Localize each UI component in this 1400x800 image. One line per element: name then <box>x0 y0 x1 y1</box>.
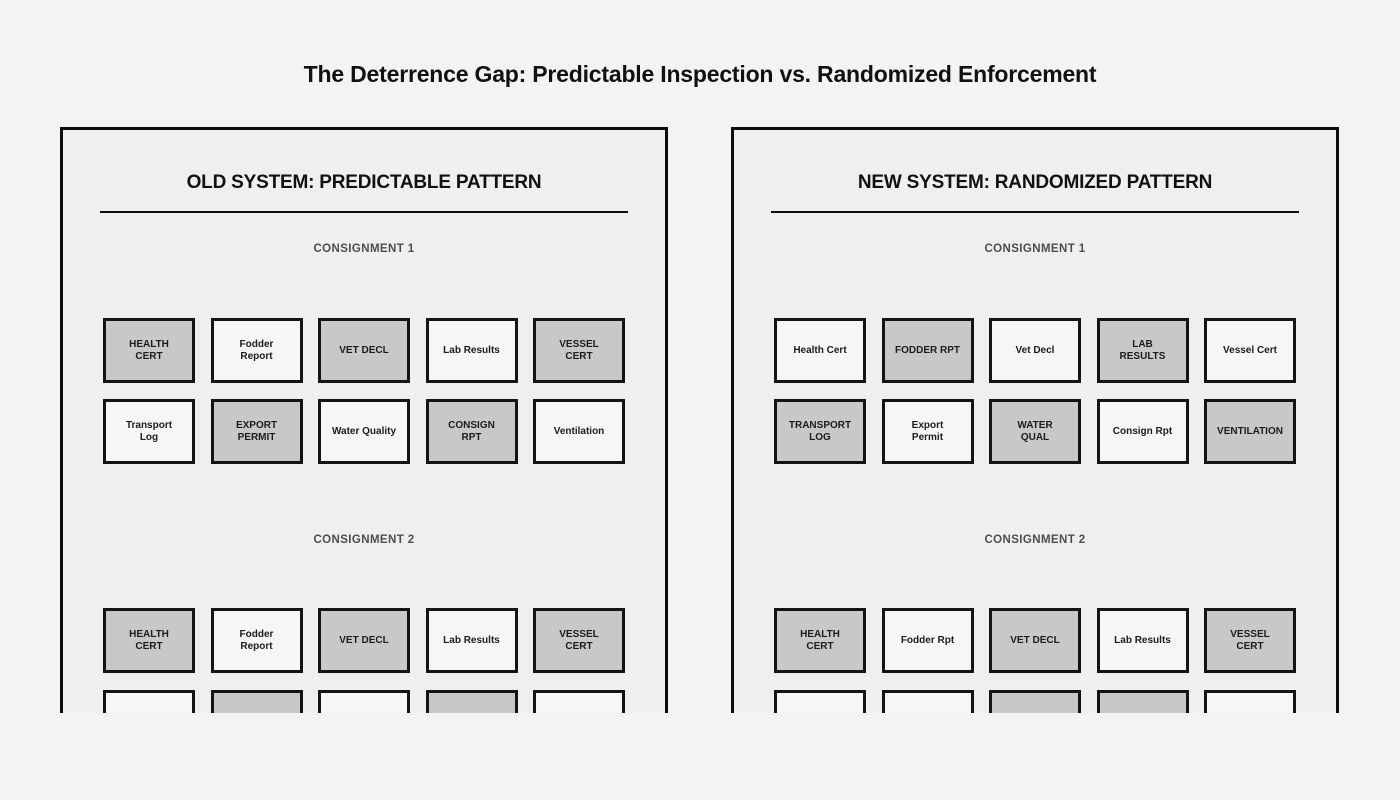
document-card-inspected: HEALTH CERT <box>103 608 195 673</box>
document-card-label: Consign Rpt <box>1112 425 1173 437</box>
document-card-label: VENTILATION <box>1217 425 1283 437</box>
document-card: Fodder Report <box>210 318 303 383</box>
document-card: Transport Log <box>103 399 195 464</box>
document-card-inspected <box>1096 690 1189 713</box>
document-card-label: Fodder Report <box>239 629 274 652</box>
document-card: Lab Results <box>1096 608 1189 673</box>
document-card-row: HEALTH CERT Fodder Rpt VET DECL Lab Results… <box>774 608 1296 673</box>
document-card-label: HEALTH CERT <box>129 629 169 652</box>
page-title: The Deterrence Gap: Predictable Inspecti… <box>303 61 1097 87</box>
document-card-inspected: WATER QUAL <box>989 399 1081 464</box>
consignment-label: CONSIGNMENT 1 <box>984 243 1086 255</box>
heading-divider <box>100 211 628 213</box>
document-card-inspected: EXPORT PERMIT <box>210 399 303 464</box>
document-card: Health Cert <box>774 318 866 383</box>
document-card-label: WATER QUAL <box>1017 420 1053 443</box>
document-card: Fodder Report <box>210 608 303 673</box>
document-card-label: Health Cert <box>793 344 847 356</box>
document-card-inspected <box>989 690 1081 713</box>
document-card-label: Water Quality <box>331 425 397 437</box>
document-card-label: Lab Results <box>443 634 500 646</box>
document-card: Consign Rpt <box>1096 399 1189 464</box>
document-card-label: VET DECL <box>339 634 389 646</box>
document-card-label: FODDER RPT <box>895 344 960 356</box>
document-card-label: HEALTH CERT <box>800 629 840 652</box>
document-card-inspected: VENTILATION <box>1204 399 1296 464</box>
consignment-label: CONSIGNMENT 2 <box>313 534 415 546</box>
document-card-inspected: FODDER RPT <box>881 318 974 383</box>
document-card-inspected: VET DECL <box>318 318 410 383</box>
document-card-row <box>103 690 625 713</box>
panel-heading-old-system: OLD SYSTEM: PREDICTABLE PATTERN <box>186 172 542 193</box>
document-card: Vessel Cert <box>1204 318 1296 383</box>
document-card <box>774 690 866 713</box>
document-card-label: VESSEL CERT <box>1230 629 1270 652</box>
document-card-label: Export Permit <box>911 420 944 443</box>
document-card: Ventilation <box>533 399 625 464</box>
document-card-label: Lab Results <box>1114 634 1171 646</box>
document-card-inspected <box>210 690 303 713</box>
document-card <box>881 690 974 713</box>
document-card-label: Ventilation <box>553 425 605 437</box>
old-system-panel: OLD SYSTEM: PREDICTABLE PATTERN CONSIGNM… <box>60 127 668 713</box>
document-card-inspected: HEALTH CERT <box>774 608 866 673</box>
document-card <box>533 690 625 713</box>
document-card-label: TRANSPORT LOG <box>788 420 852 443</box>
document-card-inspected: LAB RESULTS <box>1096 318 1189 383</box>
document-card: Lab Results <box>425 318 518 383</box>
document-card-row: TRANSPORT LOG Export Permit WATER QUAL Cons… <box>774 399 1296 464</box>
document-card-label: Fodder Rpt <box>900 634 955 646</box>
document-card-label: LAB RESULTS <box>1119 339 1166 362</box>
document-card-inspected: VESSEL CERT <box>533 608 625 673</box>
document-card-label: VET DECL <box>339 344 389 356</box>
document-card-inspected: TRANSPORT LOG <box>774 399 866 464</box>
document-card: Vet Decl <box>989 318 1081 383</box>
document-card-label: HEALTH CERT <box>129 339 169 362</box>
document-card-label: Lab Results <box>443 344 500 356</box>
document-card-label: CONSIGN RPT <box>448 420 495 443</box>
new-system-panel: NEW SYSTEM: RANDOMIZED PATTERN CONSIGNME… <box>731 127 1339 713</box>
document-card-inspected <box>425 690 518 713</box>
document-card-label: Transport Log <box>125 420 173 443</box>
document-card-inspected: VET DECL <box>989 608 1081 673</box>
document-card-label: VET DECL <box>1010 634 1060 646</box>
document-card <box>103 690 195 713</box>
document-card-inspected: VESSEL CERT <box>533 318 625 383</box>
document-card-label: Vessel Cert <box>1223 344 1277 356</box>
panel-heading-new-system: NEW SYSTEM: RANDOMIZED PATTERN <box>857 172 1213 193</box>
document-card-label: VESSEL CERT <box>559 339 599 362</box>
document-card-label: Fodder Report <box>239 339 274 362</box>
document-card <box>318 690 410 713</box>
document-card-row: HEALTH CERT Fodder Report VET DECL Lab Resu… <box>103 608 625 673</box>
document-card-label: Vet Decl <box>1015 344 1055 356</box>
document-card-row: Health Cert FODDER RPT Vet Decl LAB RESULTS… <box>774 318 1296 383</box>
consignment-label: CONSIGNMENT 1 <box>313 243 415 255</box>
document-card <box>1204 690 1296 713</box>
document-card: Lab Results <box>425 608 518 673</box>
document-card-label: VESSEL CERT <box>559 629 599 652</box>
heading-divider <box>771 211 1299 213</box>
document-card: Fodder Rpt <box>881 608 974 673</box>
document-card-row: HEALTH CERT Fodder Report VET DECL Lab Resu… <box>103 318 625 383</box>
document-card: Water Quality <box>318 399 410 464</box>
document-card-inspected: VET DECL <box>318 608 410 673</box>
document-card-inspected: HEALTH CERT <box>103 318 195 383</box>
document-card-inspected: CONSIGN RPT <box>425 399 518 464</box>
document-card-label: EXPORT PERMIT <box>235 420 278 443</box>
document-card-inspected: VESSEL CERT <box>1204 608 1296 673</box>
document-card: Export Permit <box>881 399 974 464</box>
consignment-label: CONSIGNMENT 2 <box>984 534 1086 546</box>
document-card-row: Transport Log EXPORT PERMIT Water Quality C… <box>103 399 625 464</box>
document-card-row <box>774 690 1296 713</box>
